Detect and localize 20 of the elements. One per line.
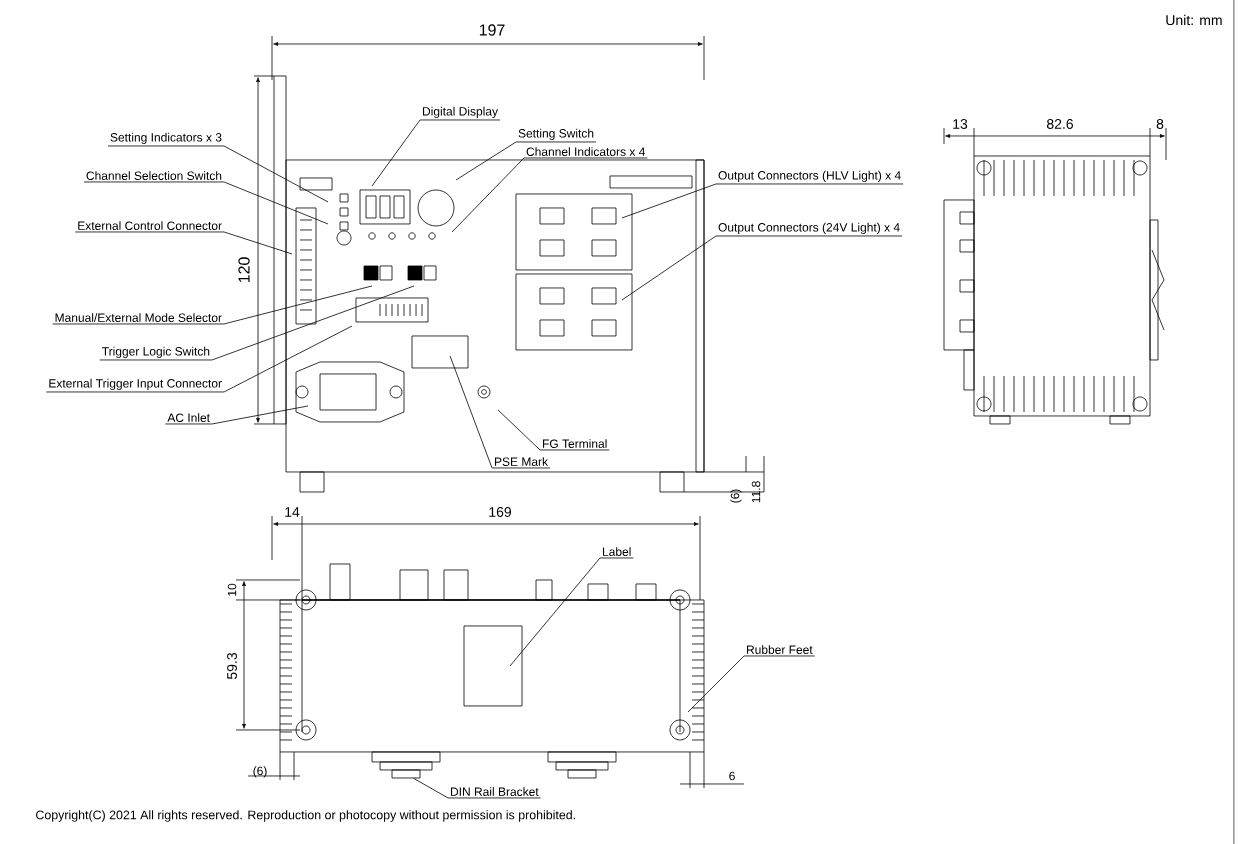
leader-line — [107, 145, 329, 203]
leader-line — [497, 409, 610, 451]
leader-line — [46, 325, 353, 393]
leader-line — [74, 231, 293, 255]
leader-line — [621, 235, 903, 301]
leader-line — [413, 777, 542, 799]
leader-line — [451, 157, 648, 233]
leader-line — [99, 285, 415, 361]
leader-line — [52, 285, 373, 325]
dimension-label: 197 — [479, 24, 505, 36]
leader-line — [687, 655, 816, 713]
leader-line — [83, 181, 329, 225]
leader-line — [621, 183, 904, 219]
leader-line — [449, 355, 551, 469]
leader-line — [164, 405, 309, 425]
leader-line — [371, 119, 501, 187]
bracket-block — [391, 769, 421, 779]
dimension-label: 120 — [238, 257, 250, 283]
leader-line — [509, 557, 634, 667]
leader-line — [455, 141, 597, 181]
